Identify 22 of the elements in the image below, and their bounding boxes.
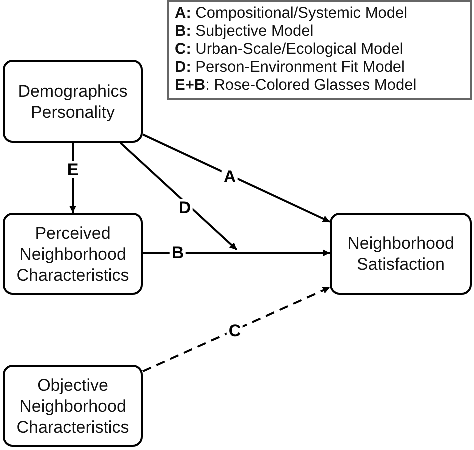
legend-entry: C: Urban-Scale/Ecological Model — [175, 41, 404, 59]
arrow — [143, 250, 330, 257]
rounded-box — [3, 213, 143, 295]
rounded-box — [330, 213, 472, 295]
rounded-box — [3, 365, 143, 447]
node-label: Perceived Neighborhood Characteristics — [16, 222, 130, 286]
rounded-box — [3, 60, 143, 143]
edge-label: C — [226, 322, 244, 340]
arrow — [142, 286, 330, 372]
arrow — [142, 134, 330, 223]
legend-entry: A: Compositional/Systemic Model — [175, 5, 409, 23]
legend-box — [167, 0, 472, 100]
legend-entry: E+B: Rose-Colored Glasses Model — [175, 77, 418, 95]
legend-entry: B: Subjective Model — [175, 23, 315, 41]
node-label: Objective Neighborhood Characteristics — [16, 374, 130, 438]
legend-entry: D: Person-Environment Fit Model — [175, 59, 406, 77]
node-label: Neighborhood Satisfaction — [346, 233, 456, 275]
arrow — [120, 142, 238, 251]
arrow — [70, 143, 76, 213]
edge-label: A — [222, 168, 238, 186]
node-label: Demographics Personality — [17, 80, 129, 122]
edge-label: B — [170, 244, 186, 262]
